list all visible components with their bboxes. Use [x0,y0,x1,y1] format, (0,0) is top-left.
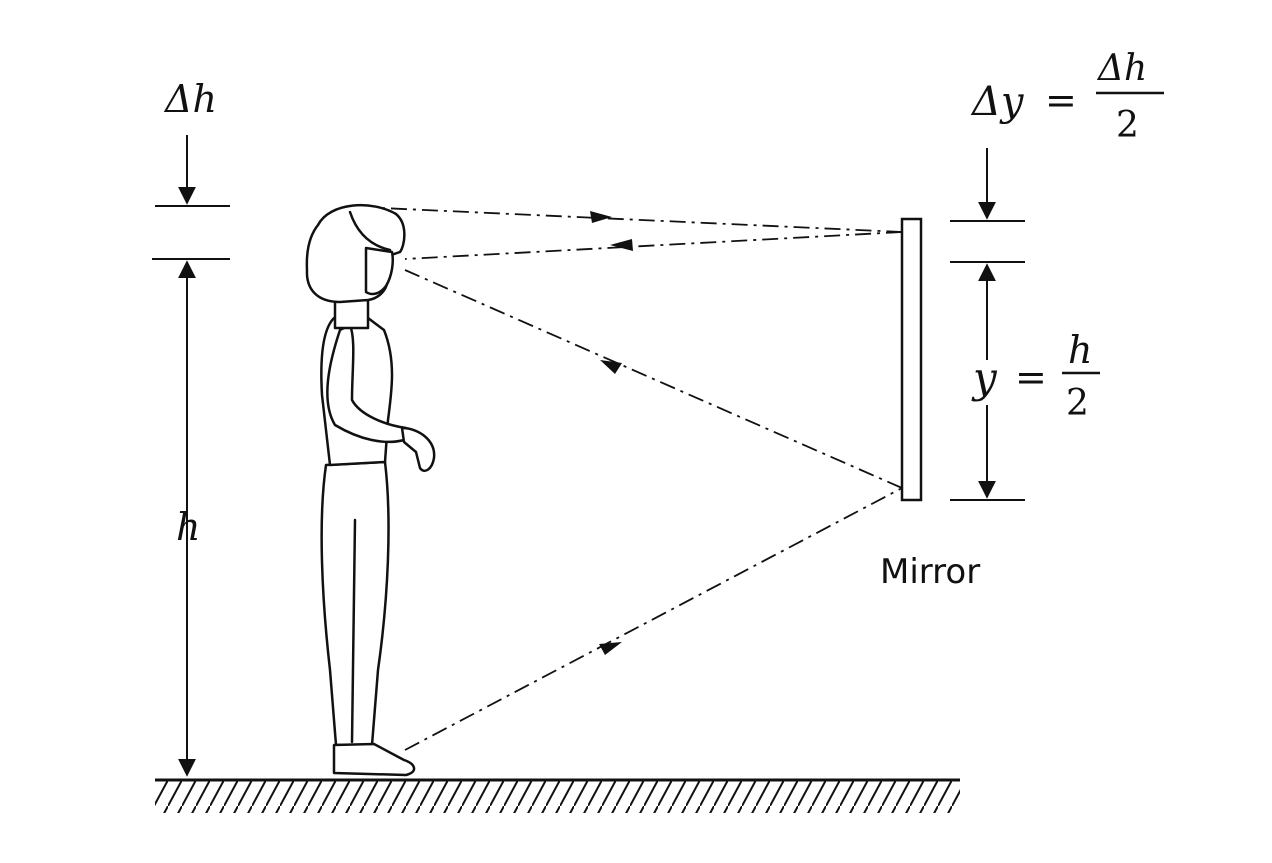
ground [155,778,960,813]
delta-h-label: Δh [163,77,217,121]
svg-text:h: h [1068,328,1092,372]
svg-text:2: 2 [1066,383,1089,424]
delta-y-equation: Δy = Δh 2 [970,48,1164,146]
person-figure [305,203,436,777]
mirror-label: Mirror [880,552,980,592]
svg-text:=: = [1015,355,1047,399]
h-label: h [176,505,200,549]
svg-text:=: = [1045,78,1077,122]
mirror [900,217,923,502]
height-dimension [152,135,230,777]
y-equation: y = h 2 [971,328,1100,424]
svg-text:2: 2 [1116,105,1139,146]
svg-text:Δh: Δh [1096,48,1147,89]
svg-text:y: y [971,353,998,402]
ray-direction-arrows [590,211,633,655]
mirror-dimension [950,148,1025,501]
svg-text:Δy: Δy [970,79,1025,125]
light-rays [359,206,903,751]
